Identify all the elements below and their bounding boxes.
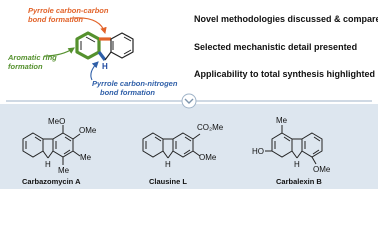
carbazomycin-me-right: Me (80, 153, 92, 162)
compound-name-clausine-l: Clausine L (149, 177, 187, 186)
carbazole-scaffold: H (75, 31, 134, 71)
clausine-ome: OMe (199, 153, 217, 162)
cn-bond-label-line1: Pyrrole carbon-nitrogen (92, 79, 178, 88)
nh-hydrogen-label: H (102, 62, 108, 71)
compound-name-carbalexin-b: Carbalexin B (276, 177, 322, 186)
bullet-2: Selected mechanistic detail presented (194, 42, 357, 52)
carbazomycin-meo: MeO (48, 117, 65, 126)
compound-carbazomycin-a (22, 125, 81, 165)
carbalexin-nh: H (294, 160, 300, 169)
chevron-down-icon (181, 93, 197, 109)
compound-name-carbazomycin-a: Carbazomycin A (22, 177, 81, 186)
clausine-co2me: CO₂Me (197, 123, 224, 132)
cn-bond-label-line2: bond formation (100, 88, 155, 97)
carbazomycin-me-bottom: Me (58, 166, 70, 175)
cn-bond-arrow (90, 61, 99, 81)
bullet-1: Novel methodologies discussed & compared (194, 14, 378, 24)
cc-bond-label-line2: bond formation (28, 15, 83, 24)
carbazomycin-ome: OMe (79, 126, 97, 135)
ring-label-line2: formation (8, 62, 43, 71)
bullet-3: Applicability to total synthesis highlig… (194, 69, 375, 79)
compound-clausine-l (142, 132, 201, 159)
cc-bond-arrow (71, 17, 107, 35)
clausine-nh: H (165, 160, 171, 169)
compound-carbalexin-b (265, 125, 323, 165)
cc-bond-label-line1: Pyrrole carbon-carbon (28, 6, 109, 15)
ring-label-line1: Aromatic ring (7, 53, 57, 62)
carbalexin-ho: HO (252, 147, 264, 156)
carbalexin-me: Me (276, 116, 288, 125)
carbazomycin-nh: H (45, 160, 51, 169)
ring-arrow (43, 47, 75, 57)
graphical-abstract: H Pyrrole carbon-carbon bond formation A… (0, 6, 378, 189)
bottom-panel-bg (0, 104, 378, 189)
carbalexin-ome: OMe (313, 165, 331, 174)
abstract-canvas: H Pyrrole carbon-carbon bond formation A… (0, 6, 378, 189)
